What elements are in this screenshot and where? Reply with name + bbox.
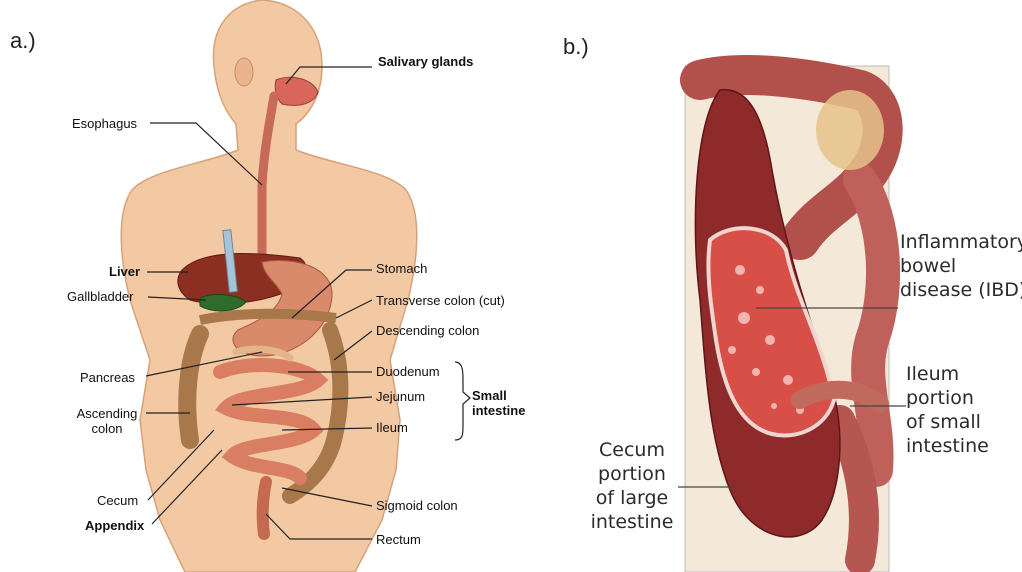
label-gallbladder: Gallbladder <box>67 289 134 304</box>
digestive-system-diagram: Salivary glands Esophagus Liver Gallblad… <box>0 0 560 572</box>
label-salivary-glands: Salivary glands <box>378 54 473 69</box>
label-ibd: Inflammatory bowel disease (IBD) <box>900 230 1022 302</box>
label-jejunum: Jejunum <box>376 389 425 404</box>
label-esophagus: Esophagus <box>72 116 137 131</box>
label-ileum: Ileum <box>376 420 408 435</box>
fat-tissue <box>816 90 884 170</box>
label-small-intestine: Small intestine <box>472 388 525 418</box>
label-liver: Liver <box>109 264 140 279</box>
label-ileum-portion: Ileum portion of small intestine <box>906 362 989 458</box>
label-cecum: Cecum <box>97 493 138 508</box>
ear-shape <box>235 58 253 86</box>
digestive-system-illustration <box>0 0 560 572</box>
label-pancreas: Pancreas <box>80 370 135 385</box>
small-intestine-brace <box>455 362 470 440</box>
ibd-illustration: Inflammatory bowel disease (IBD) Ileum p… <box>560 0 1022 572</box>
label-rectum: Rectum <box>376 532 421 547</box>
label-cecum-portion: Cecum portion of large intestine <box>586 438 678 534</box>
label-appendix: Appendix <box>85 518 144 533</box>
label-duodenum: Duodenum <box>376 364 440 379</box>
rectum-organ <box>263 482 266 534</box>
label-descending-colon: Descending colon <box>376 323 479 338</box>
colon-loop-right <box>860 180 883 470</box>
label-transverse-colon: Transverse colon (cut) <box>376 293 505 308</box>
label-ascending-colon: Ascending colon <box>72 406 142 436</box>
label-stomach: Stomach <box>376 261 427 276</box>
label-sigmoid-colon: Sigmoid colon <box>376 498 458 513</box>
